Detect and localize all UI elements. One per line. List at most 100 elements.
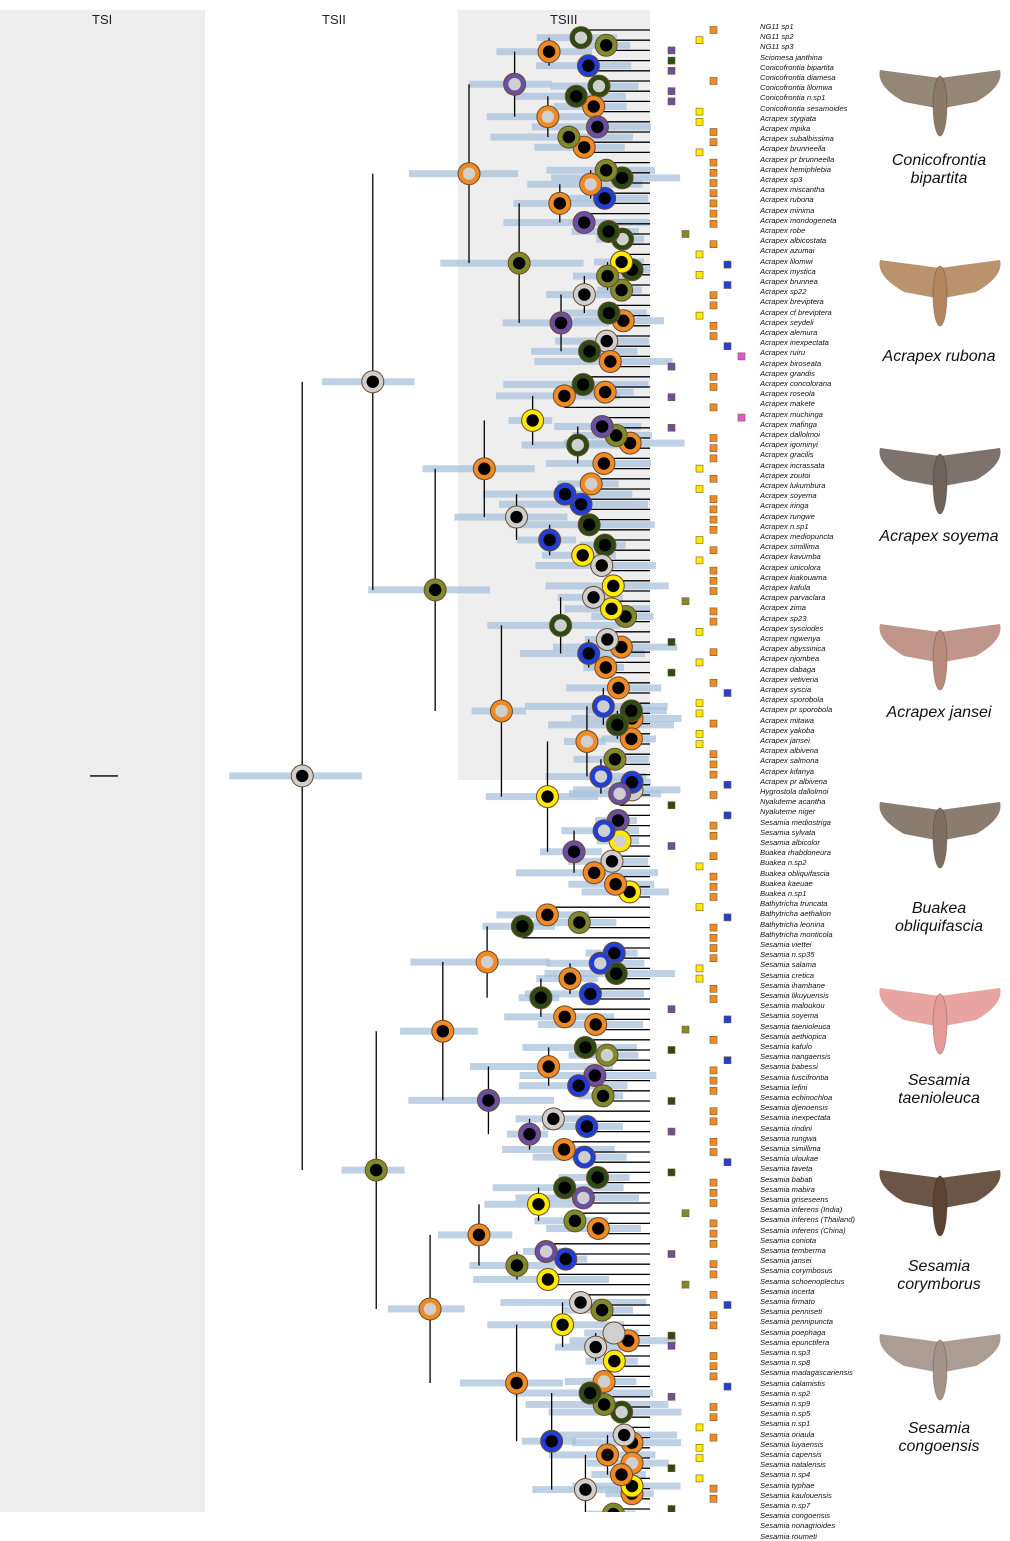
taxon-name: Acrapex lilomwi <box>760 257 813 266</box>
trait-state-square <box>710 1353 717 1360</box>
taxon-name: Acrapex minima <box>760 206 814 215</box>
trait-state-square <box>668 843 675 850</box>
ancestral-state-core <box>600 661 612 673</box>
trait-state-square <box>696 975 703 982</box>
ancestral-state-core <box>615 1406 627 1418</box>
moth-right-wing <box>940 802 1001 840</box>
trait-state-square <box>710 1271 717 1278</box>
taxon-name: Acrapex brunnea <box>760 277 818 286</box>
taxon-name: Acrapex azumai <box>760 246 814 255</box>
trait-state-square <box>710 924 717 931</box>
ancestral-state-core <box>516 920 528 932</box>
trait-state-square <box>668 98 675 105</box>
ancestral-state-core <box>574 1296 586 1308</box>
ancestral-state-core <box>612 682 624 694</box>
trait-state-square <box>710 169 717 176</box>
trait-state-square <box>668 1251 675 1258</box>
trait-state-square <box>710 1373 717 1380</box>
trait-state-square <box>710 822 717 829</box>
trait-state-square <box>696 904 703 911</box>
moth-label-line: Sesamia <box>864 1420 1010 1438</box>
trait-state-square <box>696 863 703 870</box>
time-band-tsi <box>0 10 205 1512</box>
trait-state-square <box>668 1047 675 1054</box>
ancestral-state-core <box>616 172 628 184</box>
trait-state-square <box>696 149 703 156</box>
taxon-name: Acrapex seydeli <box>760 318 814 327</box>
taxon-name: Sesamia kafulo <box>760 1042 812 1051</box>
taxon-name: Acrapex jansei <box>760 736 810 745</box>
ancestral-state-core <box>575 31 587 43</box>
ancestral-state-core <box>582 59 594 71</box>
moth-left-wing <box>880 448 941 486</box>
taxon-name: Conicofrontia diamesa <box>760 73 836 82</box>
trait-state-square <box>668 1098 675 1105</box>
trait-state-square <box>668 802 675 809</box>
taxon-name: Acrapex rungwe <box>760 512 815 521</box>
moth-photo <box>874 1158 1006 1250</box>
taxon-name: Acrapex kifanya <box>760 767 814 776</box>
taxon-name: Acrapex brunneella <box>760 144 825 153</box>
trait-state-square <box>710 1189 717 1196</box>
taxon-name: Acrapex breviptera <box>760 297 824 306</box>
ancestral-state-core <box>563 131 575 143</box>
taxon-name: Sesamia penniseti <box>760 1307 822 1316</box>
moth-right-wing <box>940 70 1001 108</box>
ancestral-state-core <box>482 1094 494 1106</box>
ancestral-state-core <box>583 345 595 357</box>
taxon-name: Sesamia cretica <box>760 971 814 980</box>
taxon-name: Acrapex igominyi <box>760 440 818 449</box>
moth-body <box>933 1176 947 1236</box>
taxon-name: Sesamia n.sp35 <box>760 950 814 959</box>
moth-left-wing <box>880 70 941 108</box>
trait-state-square <box>710 751 717 758</box>
taxon-name: Acrapex albicostata <box>760 236 826 245</box>
trait-state-square <box>696 465 703 472</box>
taxon-name: Sesamia firmato <box>760 1297 815 1306</box>
ancestral-state-core <box>610 967 622 979</box>
ancestral-state-core <box>554 197 566 209</box>
ancestral-state-core <box>578 141 590 153</box>
taxon-name: Acrapex mystica <box>760 267 816 276</box>
moth-left-wing <box>880 988 941 1026</box>
ancestral-state-core <box>625 705 637 717</box>
ancestral-state-core <box>564 972 576 984</box>
trait-state-square <box>710 159 717 166</box>
taxon-name: Acrapex mediopuncta <box>760 532 833 541</box>
taxon-name: Sesamia nonagrioides <box>760 1521 835 1530</box>
trait-state-square <box>710 996 717 1003</box>
taxon-name: Sesamia simillima <box>760 1144 821 1153</box>
taxon-name: Acrapex soyema <box>760 491 817 500</box>
ancestral-state-core <box>558 1011 570 1023</box>
ancestral-state-core <box>584 178 596 190</box>
moth-species-label: Acrapex soyema <box>864 528 1010 546</box>
trait-state-square <box>738 414 745 421</box>
ancestral-state-core <box>615 284 627 296</box>
trait-state-square <box>710 1200 717 1207</box>
ancestral-state-core <box>587 100 599 112</box>
trait-state-square <box>710 853 717 860</box>
taxon-name: Acrapex dallolmoi <box>760 430 820 439</box>
taxon-name: Conicofrontia n.sp1 <box>760 93 825 102</box>
moth-species-label: Acrapex rubona <box>864 348 1010 366</box>
trait-state-square <box>710 1322 717 1329</box>
taxon-name: Acrapex inexpectata <box>760 338 829 347</box>
trait-state-square <box>710 649 717 656</box>
ancestral-state-core <box>576 549 588 561</box>
ancestral-state-core <box>600 164 612 176</box>
taxon-name: Acrapex n.sp1 <box>760 522 809 531</box>
trait-state-square <box>668 1506 675 1513</box>
trait-state-square <box>710 190 717 197</box>
ancestral-state-core <box>591 121 603 133</box>
ancestral-state-core <box>540 1245 552 1257</box>
trait-state-square <box>668 1393 675 1400</box>
ancestral-state-core <box>584 1387 596 1399</box>
taxon-name: Sesamia roumeti <box>760 1532 817 1541</box>
taxon-name: Acrapex makete <box>760 399 815 408</box>
taxon-name: Hygrostola dallolmoi <box>760 787 828 796</box>
taxon-name: Acrapex salmona <box>760 756 819 765</box>
trait-state-square <box>668 57 675 64</box>
taxon-name: Sesamia rungwa <box>760 1134 817 1143</box>
taxon-name: Sesamia jansei <box>760 1256 812 1265</box>
trait-state-square <box>710 1067 717 1074</box>
